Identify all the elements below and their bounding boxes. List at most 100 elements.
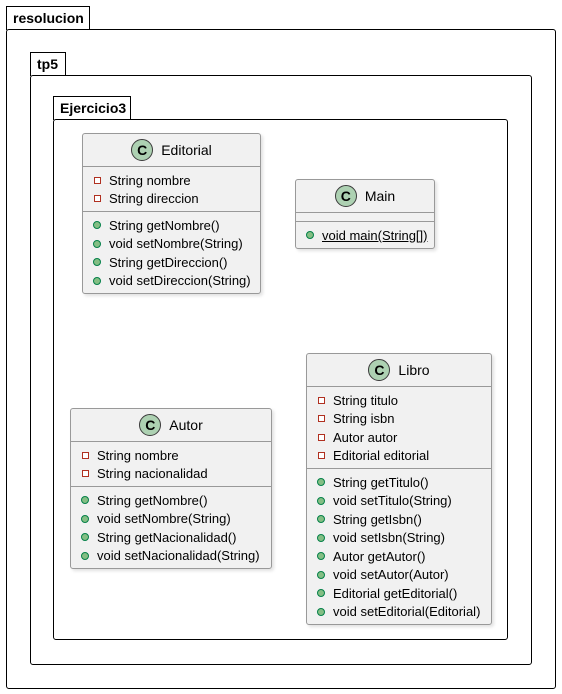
method-label: void main(String[]) [322,227,428,243]
package-tab-ejercicio3: Ejercicio3 [53,96,131,120]
method-label: Editorial getEditorial() [333,585,458,601]
private-square-icon [81,451,89,459]
public-circle-icon [81,533,89,542]
private-square-icon [81,470,89,478]
method-label: String getTitulo() [333,474,429,490]
method-label: String getIsbn() [333,511,422,527]
method-label: String getNacionalidad() [97,529,237,545]
class-methods: String getNombre() void setNombre(String… [83,212,260,293]
field-label: String nombre [109,172,191,188]
method-row: Editorial getEditorial() [307,584,491,603]
method-label: void setNombre(String) [109,236,243,252]
field-row: String nombre [83,171,260,190]
public-circle-icon [81,496,89,505]
method-row: String getNombre() [71,491,271,510]
field-label: String nombre [97,447,179,463]
field-row: String titulo [307,391,491,410]
method-row: void setEditorial(Editorial) [307,603,491,622]
package-name: Ejercicio3 [60,100,127,116]
field-label: String direccion [109,191,199,207]
public-circle-icon [317,515,325,524]
public-circle-icon [81,551,89,560]
public-circle-icon [93,221,101,230]
method-label: Autor getAutor() [333,548,426,564]
class-autor[interactable]: C Autor String nombre String nacionalida… [70,408,272,569]
field-row: String nombre [71,446,271,465]
class-editorial[interactable]: C Editorial String nombre String direcci… [82,133,261,294]
method-row: void setTitulo(String) [307,492,491,511]
class-header: C Editorial [83,134,260,167]
class-c-icon: C [139,414,162,436]
method-row: void setAutor(Autor) [307,566,491,585]
method-row: void setNombre(String) [71,510,271,529]
method-row: String getDireccion() [83,253,260,272]
field-row: String nacionalidad [71,465,271,484]
class-name: Editorial [161,142,212,158]
method-row: void setNacionalidad(String) [71,547,271,566]
class-fields: String titulo String isbn Autor autor Ed… [307,387,491,469]
private-square-icon [317,433,325,441]
public-circle-icon [93,258,101,267]
public-circle-icon [306,231,314,240]
private-square-icon [93,176,101,184]
class-fields: String nombre String nacionalidad [71,442,271,487]
class-fields: String nombre String direccion [83,167,260,212]
class-name: Main [364,188,396,204]
method-row: String getIsbn() [307,510,491,529]
class-header: C Main [296,180,434,213]
field-row: Editorial editorial [307,447,491,466]
public-circle-icon [93,239,101,248]
public-circle-icon [81,514,89,523]
method-row: void setNombre(String) [83,235,260,254]
class-header: C Libro [307,354,491,387]
package-name: tp5 [37,56,58,72]
method-label: void setNombre(String) [97,511,231,527]
class-methods: String getTitulo() void setTitulo(String… [307,469,491,624]
class-c-icon: C [131,139,154,161]
public-circle-icon [317,570,325,579]
package-name: resolucion [13,10,84,26]
method-row: Autor getAutor() [307,547,491,566]
class-c-icon: C [368,359,391,381]
private-square-icon [93,195,101,203]
field-row: Autor autor [307,428,491,447]
class-name: Autor [169,417,203,433]
package-tab-tp5: tp5 [30,52,66,76]
class-c-icon: C [334,185,357,207]
package-tab-resolucion: resolucion [6,6,90,30]
public-circle-icon [317,607,325,616]
public-circle-icon [317,552,325,561]
public-circle-icon [317,496,325,505]
private-square-icon [317,415,325,423]
class-methods: void main(String[]) [296,222,434,248]
field-row: String direccion [83,190,260,209]
class-main[interactable]: C Main void main(String[]) [295,179,435,249]
class-libro[interactable]: C Libro String titulo String isbn Autor … [306,353,492,625]
method-row: void setDireccion(String) [83,272,260,291]
class-header: C Autor [71,409,271,442]
method-row: void setIsbn(String) [307,529,491,548]
field-label: Autor autor [333,429,398,445]
field-label: String isbn [333,411,395,427]
method-label: String getNombre() [97,492,208,508]
private-square-icon [317,396,325,404]
method-label: String getDireccion() [109,254,228,270]
method-row: String getTitulo() [307,473,491,492]
class-fields [296,213,434,222]
public-circle-icon [93,276,101,285]
field-row: String isbn [307,410,491,429]
public-circle-icon [317,589,325,598]
method-label: void setDireccion(String) [109,273,251,289]
method-label: void setEditorial(Editorial) [333,604,481,620]
field-label: String nacionalidad [97,466,208,482]
class-name: Libro [398,362,430,378]
method-row: void main(String[]) [296,226,434,245]
private-square-icon [317,452,325,460]
method-label: void setNacionalidad(String) [97,548,260,564]
public-circle-icon [317,478,325,487]
method-row: String getNacionalidad() [71,528,271,547]
method-row: String getNombre() [83,216,260,235]
method-label: void setTitulo(String) [333,493,452,509]
class-methods: String getNombre() void setNombre(String… [71,487,271,568]
method-label: void setAutor(Autor) [333,567,449,583]
